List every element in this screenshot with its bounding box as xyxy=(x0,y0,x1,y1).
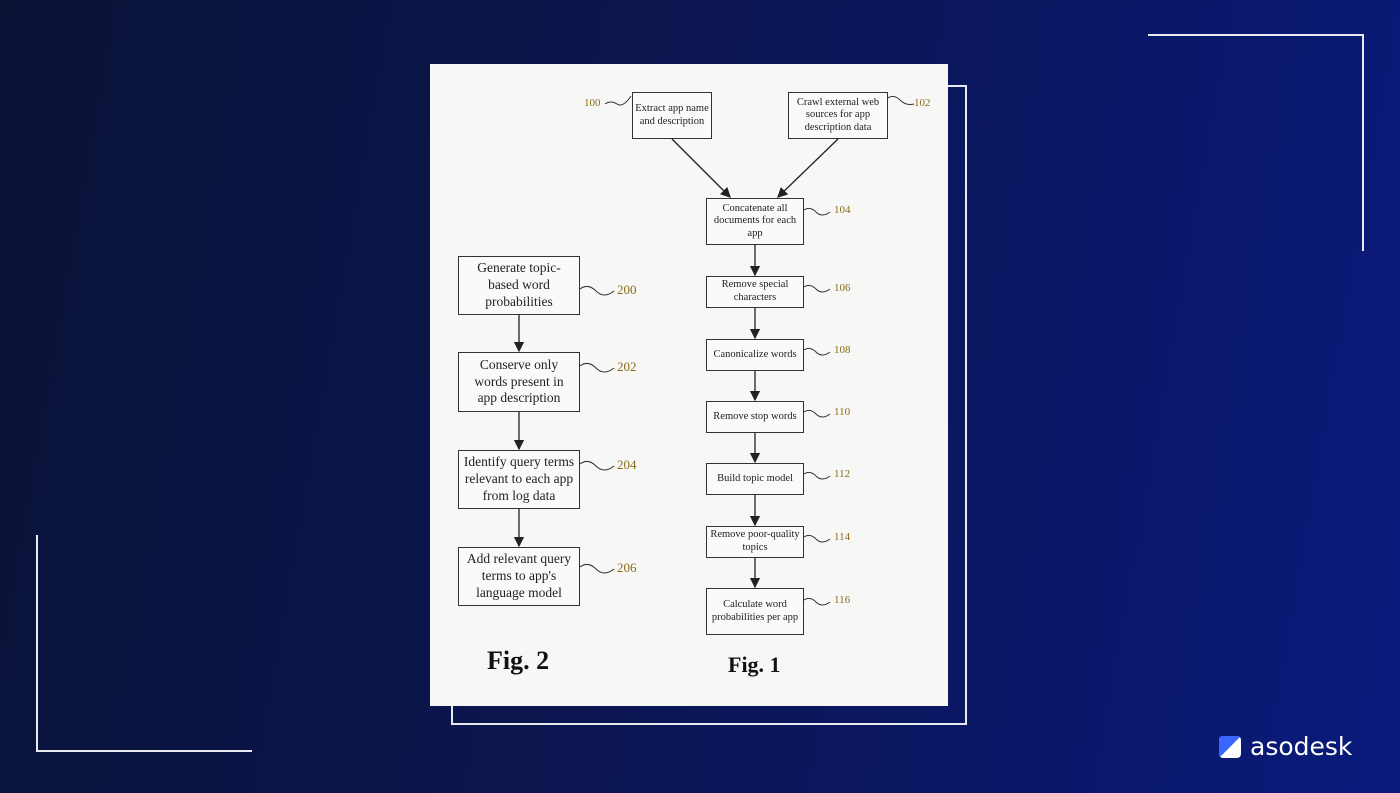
ref-106: 106 xyxy=(834,282,851,294)
step-202-box: Conserve only words present in app descr… xyxy=(458,352,580,412)
step-200-box: Generate topic-based word probabilities xyxy=(458,256,580,315)
step-text: Generate topic-based word probabilities xyxy=(477,260,561,309)
step-114-box: Remove poor-quality topics xyxy=(706,526,804,558)
step-104-box: Concatenate all documents for each app xyxy=(706,198,804,245)
ref-100: 100 xyxy=(584,97,601,109)
asodesk-logo-icon xyxy=(1219,735,1241,758)
step-text: Identify query terms relevant to each ap… xyxy=(463,454,575,503)
step-text: Remove special characters xyxy=(721,279,789,303)
ref-116: 116 xyxy=(834,594,851,606)
step-116-box: Calculate word probabilities per app xyxy=(706,588,804,635)
brand-name: asodesk xyxy=(1250,732,1353,761)
step-text: Calculate word probabilities per app xyxy=(711,598,799,623)
step-100-box: Extract app name and description xyxy=(632,92,712,139)
step-102-box: Crawl external web sources for app descr… xyxy=(788,92,888,139)
ref-102: 102 xyxy=(914,97,931,109)
step-text: Remove poor-quality topics xyxy=(710,529,800,553)
step-204-box: Identify query terms relevant to each ap… xyxy=(458,450,580,509)
step-text: Concatenate all documents for each app xyxy=(713,202,797,239)
asodesk-logo: asodesk xyxy=(1219,732,1352,761)
step-108-box: Canonicalize words xyxy=(706,339,804,371)
step-text: Build topic model xyxy=(717,472,793,484)
step-text: Remove stop words xyxy=(713,410,797,422)
step-106-box: Remove special characters xyxy=(706,276,804,308)
step-110-box: Remove stop words xyxy=(706,401,804,433)
step-206-box: Add relevant query terms to app's langua… xyxy=(458,547,580,606)
ref-108: 108 xyxy=(834,344,851,356)
step-text: Canonicalize words xyxy=(713,348,797,360)
ref-104: 104 xyxy=(834,204,851,216)
step-text: Add relevant query terms to app's langua… xyxy=(466,551,572,600)
ref-204: 204 xyxy=(617,457,637,472)
ref-114: 114 xyxy=(834,531,851,543)
ref-202: 202 xyxy=(617,359,637,374)
ref-110: 110 xyxy=(834,406,851,418)
ref-112: 112 xyxy=(834,468,851,480)
ref-200: 200 xyxy=(617,282,637,297)
step-text: Crawl external web sources for app descr… xyxy=(796,96,880,133)
fig1-label: Fig. 1 xyxy=(728,652,781,677)
step-text: Conserve only words present in app descr… xyxy=(474,356,564,406)
step-112-box: Build topic model xyxy=(706,463,804,495)
fig2-label: Fig. 2 xyxy=(487,646,550,675)
step-text: Extract app name and description xyxy=(635,102,709,127)
ref-206: 206 xyxy=(617,560,637,575)
